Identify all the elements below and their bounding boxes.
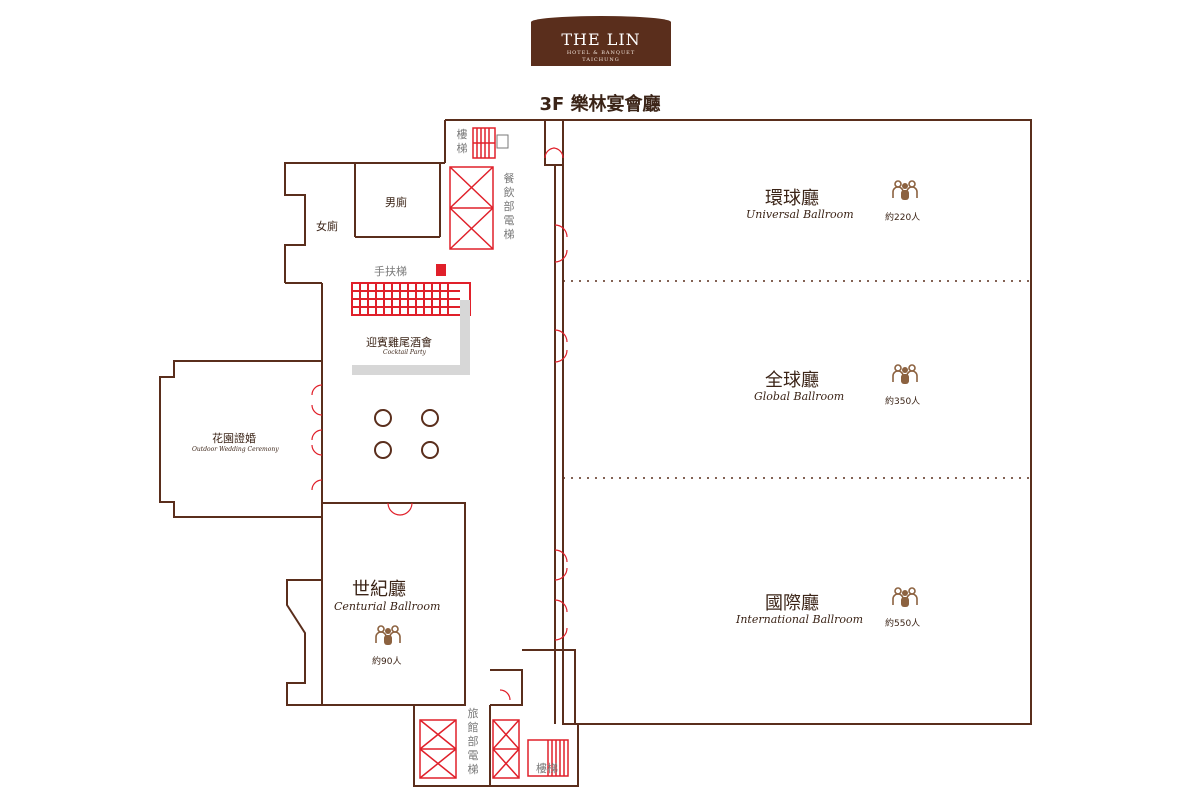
room-global-zh: 全球廳 — [765, 370, 819, 391]
left-upper-wall — [284, 162, 445, 283]
room-universal-zh: 環球廳 — [765, 188, 819, 209]
escalator-drawing — [351, 282, 471, 316]
cocktail-tables — [374, 409, 439, 459]
people-icon — [892, 587, 918, 607]
ballroom-block-wall — [562, 119, 1032, 725]
room-international-capacity: 約550人 — [885, 619, 921, 629]
hotel-logo: THE LIN HOTEL & BANQUET TAICHUNG — [531, 16, 671, 66]
room-centurial-capacity: 約90人 — [372, 657, 402, 667]
room-global-en: Global Ballroom — [754, 390, 845, 403]
room-garden-en: Outdoor Wedding Ceremony — [192, 446, 279, 453]
womens-restroom-label: 女廁 — [316, 220, 338, 233]
room-universal-en: Universal Ballroom — [746, 208, 854, 221]
doors — [311, 147, 568, 701]
stairs-top-drawing — [472, 127, 496, 159]
room-garden-zh: 花園證婚 — [212, 432, 256, 445]
room-universal-capacity: 約220人 — [885, 213, 921, 223]
room-centurial-en: Centurial Ballroom — [334, 600, 441, 613]
room-centurial-zh: 世紀廳 — [352, 579, 406, 600]
logo-sub1: HOTEL & BANQUET — [566, 50, 636, 56]
stairs-bottom-label: 樓梯 — [536, 762, 558, 775]
centurial-right — [322, 502, 466, 706]
restaurant-elevator-drawing — [449, 166, 494, 250]
stairs-top-label: 樓梯 — [456, 128, 468, 155]
people-icon — [375, 625, 401, 645]
garden-wall — [159, 360, 322, 518]
mens-restroom-label: 男廁 — [385, 196, 407, 209]
floor-title: 3F 樂林宴會廳 — [539, 94, 661, 115]
room-international-en: International Ballroom — [736, 613, 864, 626]
room-international-zh: 國際廳 — [765, 593, 819, 614]
people-icon — [892, 364, 918, 384]
escalator-label: 手扶梯 — [374, 265, 407, 278]
logo-brand: THE LIN — [561, 30, 641, 49]
people-icon — [892, 180, 918, 200]
restaurant-elevator-label: 餐飲 部電 梯 — [503, 172, 515, 241]
cocktail-zh: 迎賓雞尾酒會 — [366, 336, 432, 349]
room-global-capacity: 約350人 — [885, 397, 921, 407]
cocktail-en: Cocktail Party — [383, 349, 426, 356]
hotel-elevator-drawing — [419, 719, 569, 779]
cocktail-counter — [352, 300, 470, 375]
hotel-elevator-label: 旅館 部電 梯 — [467, 707, 479, 776]
logo-sub2: TAICHUNG — [582, 57, 620, 63]
